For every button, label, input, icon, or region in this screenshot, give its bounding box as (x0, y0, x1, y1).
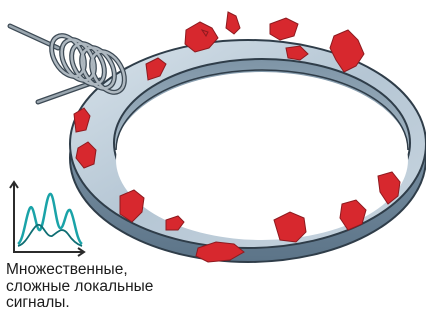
caption-line-1: Множественные, (6, 262, 206, 279)
defect-patch (226, 12, 240, 34)
caption-line-2: сложные локальные (6, 279, 206, 296)
defect-patch (270, 18, 298, 40)
signal-plot-icon (10, 182, 84, 256)
caption-line-3: сигналы. (6, 295, 206, 312)
wire-coil-icon (10, 26, 131, 102)
caption-text: Множественные, сложные локальные сигналы… (6, 262, 206, 312)
